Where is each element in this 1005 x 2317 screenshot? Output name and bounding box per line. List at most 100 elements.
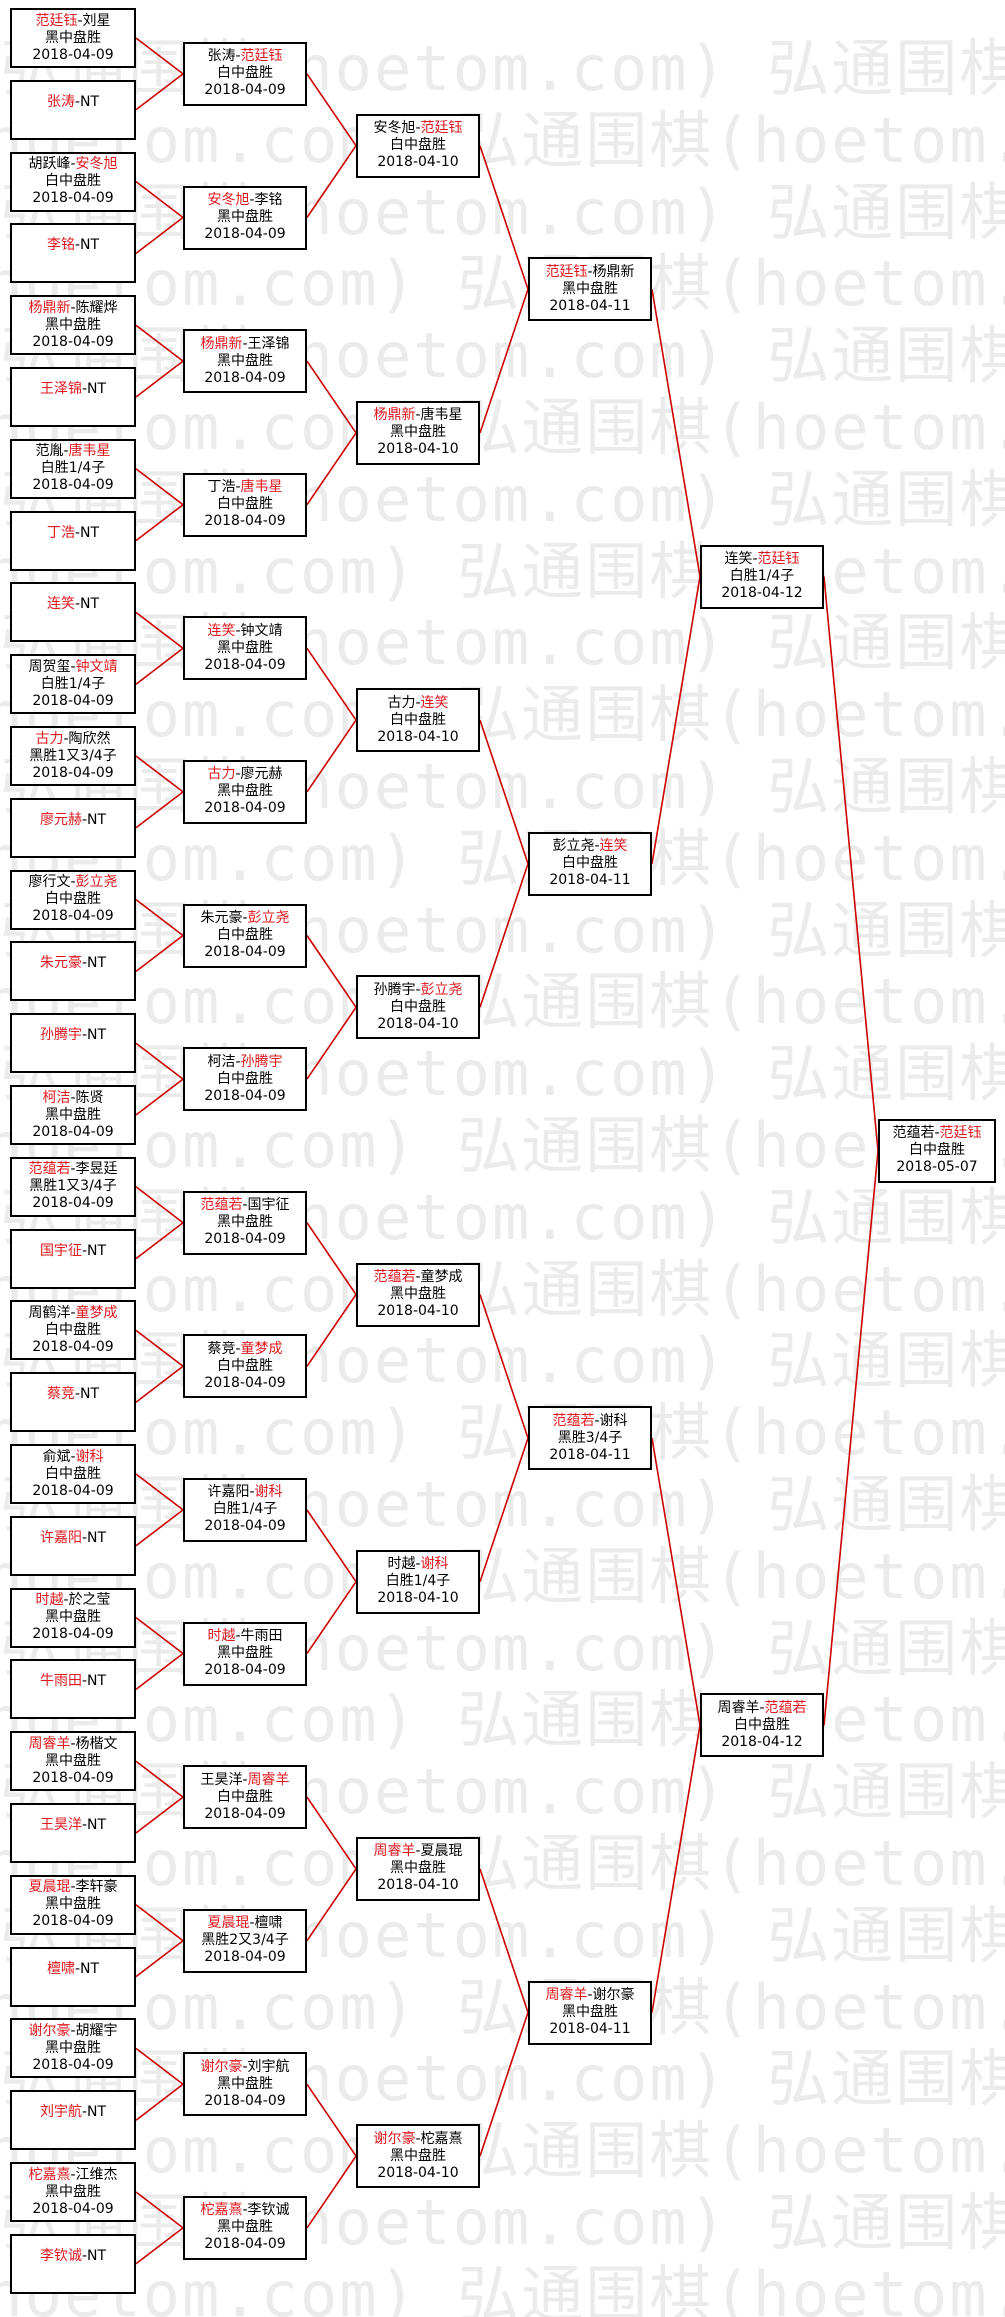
match-result: 黑中盘胜: [217, 1645, 273, 1661]
separator: -: [81, 1027, 88, 1044]
connector-line: [135, 934, 184, 973]
connector-line: [135, 1652, 184, 1691]
match-box: 连笑-NT: [10, 582, 136, 643]
watermark-text: 弘通围棋(hoetom.com) 弘通围棋(hoetom.com) 弘通围棋(h…: [0, 1468, 1005, 1541]
player-name: 蔡竞: [46, 1386, 75, 1403]
separator: -: [70, 1448, 76, 1465]
match-date: 2018-04-10: [377, 441, 459, 458]
player-name: 廖元赫: [240, 766, 283, 783]
match-box: 檀啸-NT: [10, 1946, 136, 2007]
match-players: 刘宇航-NT: [12, 2104, 134, 2121]
player-name: 於之莹: [68, 1592, 111, 1609]
player-name: 范廷钰: [420, 120, 463, 137]
player-name: 钟文靖: [240, 622, 283, 639]
separator: -: [235, 1340, 241, 1357]
match-players: 檀啸-NT: [12, 1961, 134, 1978]
player-name: 柁嘉熹: [420, 2130, 463, 2147]
match-result: 白中盘胜: [562, 855, 618, 872]
match-date: 2018-04-09: [32, 1338, 114, 1355]
separator: -: [70, 299, 76, 316]
player-name: 童梦成: [75, 1304, 118, 1321]
match-players: 杨鼎新-王泽锦: [185, 336, 305, 353]
separator: -: [934, 1125, 940, 1142]
match-players: 杨鼎新-唐韦星: [358, 407, 478, 424]
match-players: 国宇征-NT: [12, 1243, 134, 1260]
player-name: 范胤: [35, 443, 64, 460]
player-name: 丁浩: [207, 479, 236, 496]
connector-line: [306, 935, 357, 1008]
player-name: 范廷钰: [939, 1125, 982, 1142]
match-date: 2018-04-11: [549, 872, 631, 889]
match-date: 2018-04-10: [377, 2164, 459, 2181]
player-name: 夏晨琨: [420, 1843, 463, 1860]
connector-line: [306, 719, 357, 793]
match-result: 黑胜1又3/4子: [29, 1178, 117, 1195]
match-date: 2018-04-12: [721, 585, 803, 601]
match-date: 2018-04-09: [32, 1769, 114, 1786]
player-name: 杨鼎新: [200, 335, 243, 352]
match-result: 黑中盘胜: [390, 1286, 446, 1302]
player-name: 孙腾宇: [240, 1053, 283, 1070]
separator: -: [415, 981, 421, 998]
player-name: 谢科: [75, 1448, 104, 1465]
match-box: 蔡竞-NT: [10, 1372, 136, 1433]
player-name: 杨楷文: [75, 1735, 118, 1752]
match-box: 牛雨田-NT: [10, 1659, 136, 1720]
match-players: 李钦诚-NT: [12, 2248, 134, 2265]
separator: -: [63, 443, 69, 460]
player-name: 彭立尧: [420, 981, 463, 998]
match-date: 2018-04-10: [377, 728, 459, 745]
match-box: 李铭-NT: [10, 223, 136, 284]
player-name: 许嘉阳: [39, 1529, 82, 1546]
player-name: 蔡竞: [207, 1340, 236, 1357]
separator: -: [415, 1843, 421, 1860]
player-name: 范廷钰: [35, 12, 78, 29]
watermark-text: 弘通围棋(hoetom.com) 弘通围棋(hoetom.com) 弘通围棋(h…: [0, 247, 1005, 321]
player-name: 时越: [387, 1556, 416, 1573]
connector-line: [823, 576, 879, 1151]
connector-line: [135, 360, 184, 398]
player-name: 王泽锦: [39, 381, 82, 397]
connector-line: [135, 1186, 184, 1224]
separator: -: [235, 766, 241, 783]
watermark-text: 弘通围棋(hoetom.com) 弘通围棋(hoetom.com) 弘通围棋(h…: [0, 1683, 1005, 1757]
watermark-text: 弘通围棋(hoetom.com) 弘通围棋(hoetom.com) 弘通围棋(h…: [0, 965, 1005, 1039]
player-name: 周睿羊: [717, 1699, 760, 1716]
match-players: 孙腾宇-NT: [12, 1027, 134, 1044]
player-name: 牛雨田: [240, 1628, 283, 1644]
match-result: 白中盘胜: [217, 496, 273, 513]
player-name: 谢尔豪: [592, 1987, 635, 2003]
player-name: 柁嘉熹: [200, 2202, 243, 2219]
watermark-text: 弘通围棋(hoetom.com) 弘通围棋(hoetom.com) 弘通围棋(h…: [0, 1396, 1005, 1470]
player-name: 钟文靖: [75, 658, 118, 675]
match-players: 许嘉阳-NT: [12, 1530, 134, 1547]
match-result: 黑中盘胜: [217, 209, 273, 225]
match-result: 白中盘胜: [45, 1321, 101, 1338]
match-date: 2018-04-09: [204, 369, 286, 386]
match-players: 古力-陶欣然: [12, 731, 134, 748]
match-date: 2018-04-10: [377, 1877, 459, 1894]
match-players: 谢尔豪-刘宇航: [185, 2059, 305, 2076]
player-name: 谢科: [254, 1484, 283, 1501]
match-players: 孙腾宇-彭立尧: [358, 982, 478, 999]
player-name: NT: [87, 1529, 107, 1546]
connector-line: [479, 289, 529, 434]
player-name: 杨鼎新: [373, 407, 416, 424]
player-name: 范蕴若: [552, 1412, 595, 1429]
player-name: 范蕴若: [28, 1161, 71, 1178]
match-result: 黑中盘胜: [390, 424, 446, 441]
player-name: 时越: [207, 1628, 236, 1644]
player-name: 王泽锦: [247, 335, 290, 352]
